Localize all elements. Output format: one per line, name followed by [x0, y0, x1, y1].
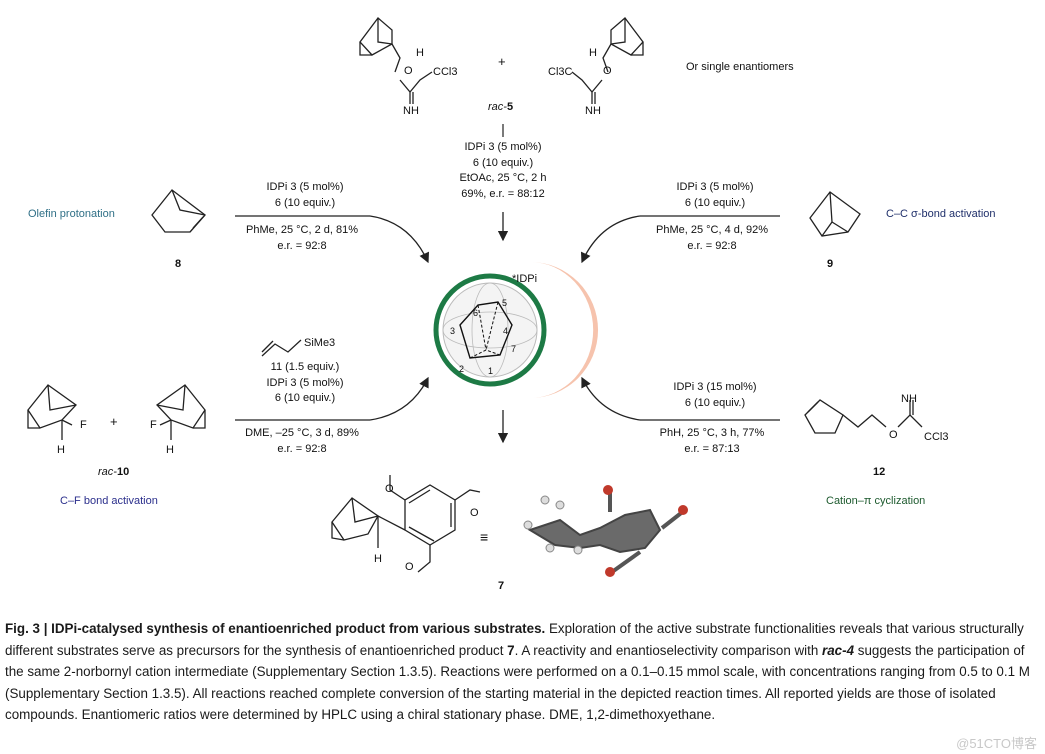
cation-conditions-above: IDPi 3 (15 mol%) 6 (10 equiv.) — [673, 381, 757, 409]
cf-plus: + — [110, 414, 118, 429]
rac5-right-cl3c: Cl3C — [548, 66, 573, 78]
cation-title: Cation–π cyclization — [826, 495, 926, 507]
arrow-olefin — [369, 215, 430, 264]
rac5-label: rac-5 — [488, 101, 514, 113]
compound-12-o: O — [889, 429, 898, 441]
rac5-structure-right — [571, 17, 644, 104]
caption-rac4-ref: rac-4 — [822, 642, 855, 658]
compound-12-nh: NH — [901, 393, 917, 405]
cf-right-f: F — [150, 419, 157, 431]
cc-title: C–C σ-bond activation — [886, 208, 996, 220]
rac5-left-h: H — [416, 47, 424, 59]
rac5-structure-left — [359, 17, 433, 104]
compound-10-label: rac-10 — [98, 466, 130, 478]
olefin-title: Olefin protonation — [28, 208, 115, 220]
compound-9-label: 9 — [827, 258, 834, 270]
compound-7-label: 7 — [498, 580, 505, 592]
product-o-right: O — [470, 507, 479, 519]
catalyst-cation-graphic — [433, 261, 599, 399]
rac5-right-o: O — [603, 65, 612, 77]
figure-caption: Fig. 3 | IDPi-catalysed synthesis of ena… — [5, 618, 1035, 726]
caption-text-2: . A reactivity and enantioselectivity co… — [514, 642, 823, 658]
product-o-top: O — [385, 483, 394, 495]
catalyst-label: *IDPi — [512, 273, 538, 285]
cation-num-7: 7 — [511, 344, 517, 354]
cation-num-2: 2 — [459, 364, 465, 374]
equivalence-sign: ≡ — [480, 529, 489, 545]
cf-left-h: H — [57, 444, 65, 456]
compound-11-sime3: SiMe3 — [304, 337, 336, 349]
product-o-bottom: O — [405, 561, 414, 573]
single-enantiomers-note: Or single enantiomers — [686, 61, 794, 73]
compound-11-structure — [261, 339, 302, 357]
caption-text-1: Exploration of the active substrate func… — [5, 621, 1024, 658]
watermark: @51CTO博客 — [956, 736, 1037, 751]
top-conditions: IDPi 3 (5 mol%) 6 (10 equiv.) EtOAc, 25 … — [459, 141, 547, 200]
product-7-3d-model — [523, 485, 688, 577]
cation-conditions-below: PhH, 25 °C, 3 h, 77% e.r. = 87:13 — [659, 427, 765, 455]
caption-text-3: suggests the participation of the same 2… — [5, 642, 1030, 723]
olefin-conditions-below: PhMe, 25 °C, 2 d, 81% e.r. = 92:8 — [245, 224, 358, 252]
cf-right-h: H — [166, 444, 174, 456]
cf-left-f: F — [80, 419, 87, 431]
cf-title: C–F bond activation — [60, 495, 158, 507]
caption-title: Fig. 3 | IDPi-catalysed synthesis of ena… — [5, 621, 546, 636]
compound-10-structure-right — [156, 384, 206, 440]
arrow-cation — [581, 376, 641, 421]
cation-num-1: 1 — [488, 366, 494, 376]
compound-12-label: 12 — [873, 466, 886, 478]
cc-conditions-above: IDPi 3 (5 mol%) 6 (10 equiv.) — [676, 181, 754, 209]
cation-num-4: 4 — [503, 326, 509, 336]
arrow-cc — [580, 215, 641, 264]
rac5-right-h: H — [589, 47, 597, 59]
cation-num-3: 3 — [450, 326, 456, 336]
compound-9-structure — [809, 191, 861, 237]
cf-conditions-below: DME, –25 °C, 3 d, 89% e.r. = 92:8 — [245, 427, 359, 455]
rac5-left-ccl3: CCl3 — [433, 66, 458, 78]
compound-12-structure — [804, 399, 923, 434]
top-plus: + — [498, 54, 506, 69]
cation-num-5: 5 — [502, 298, 508, 308]
cc-conditions-below: PhMe, 25 °C, 4 d, 92% e.r. = 92:8 — [655, 224, 768, 252]
product-7-structure — [331, 475, 481, 573]
compound-8-structure — [151, 189, 206, 233]
caption-product-ref: 7 — [507, 642, 515, 658]
olefin-conditions-above: IDPi 3 (5 mol%) 6 (10 equiv.) — [266, 181, 344, 209]
product-h: H — [374, 553, 382, 565]
compound-10-structure-left — [27, 384, 77, 440]
cf-conditions-above: 11 (1.5 equiv.) IDPi 3 (5 mol%) 6 (10 eq… — [266, 361, 344, 404]
rac5-left-o: O — [404, 65, 413, 77]
arrow-cf — [369, 376, 429, 421]
compound-8-label: 8 — [175, 258, 182, 270]
cation-num-6: 6 — [473, 308, 479, 318]
rac5-right-nh: NH — [585, 105, 601, 117]
rac5-left-nh: NH — [403, 105, 419, 117]
compound-12-ccl3: CCl3 — [924, 431, 949, 443]
